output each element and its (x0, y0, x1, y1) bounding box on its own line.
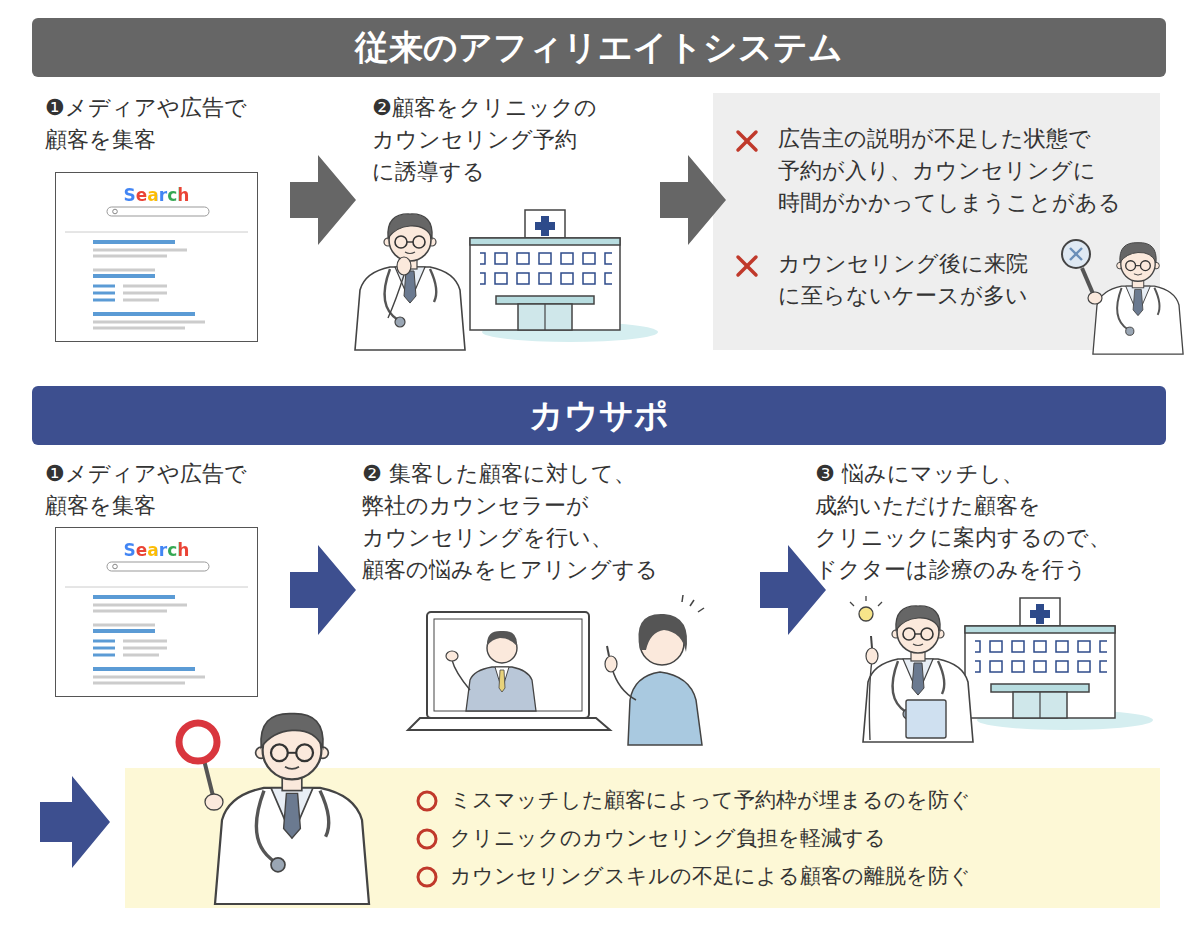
step-caption: ❷顧客をクリニックの カウンセリング予約 に誘導する (372, 92, 617, 188)
step-caption: ❶メディアや広告で 顧客を集客 (45, 458, 263, 522)
list-item: ミスマッチした顧客によって予約枠が埋まるのを防ぐ (450, 785, 971, 815)
band-title: カウサポ (529, 395, 669, 436)
search-logo: Search (124, 540, 190, 560)
benefit-panel: ミスマッチした顧客によって予約枠が埋まるのを防ぐクリニックのカウンセリング負担を… (125, 768, 1160, 908)
list-item: 広告主の説明が不足した状態で 予約が入り、カウンセリングに 時間がかかってしまう… (778, 123, 1130, 219)
problem-panel: 広告主の説明が不足した状態で 予約が入り、カウンセリングに 時間がかかってしまう… (713, 93, 1160, 350)
step-caption: ❶メディアや広告で 顧客を集客 (45, 92, 263, 156)
search-screenshot: Search (55, 527, 258, 697)
search-screenshot: Search (55, 172, 258, 342)
list-item: クリニックのカウンセリング負担を軽減する (450, 823, 886, 853)
search-logo: Search (124, 185, 190, 205)
list-item: カウンセリングスキルの不足による顧客の離脱を防ぐ (450, 861, 971, 891)
header-band: 従来のアフィリエイトシステム (32, 18, 1166, 77)
step-caption: ❷ 集客した顧客に対して、 弊社のカウンセラーが カウンセリングを行い、 顧客の… (362, 458, 674, 586)
band-title: 従来のアフィリエイトシステム (355, 27, 843, 68)
header-band: カウサポ (32, 386, 1166, 445)
step-caption: ❸ 悩みにマッチし、 成約いただけた顧客を クリニックに案内するので、 ドクター… (815, 458, 1127, 586)
list-item: カウンセリング後に来院 に至らないケースが多い (778, 248, 1078, 312)
